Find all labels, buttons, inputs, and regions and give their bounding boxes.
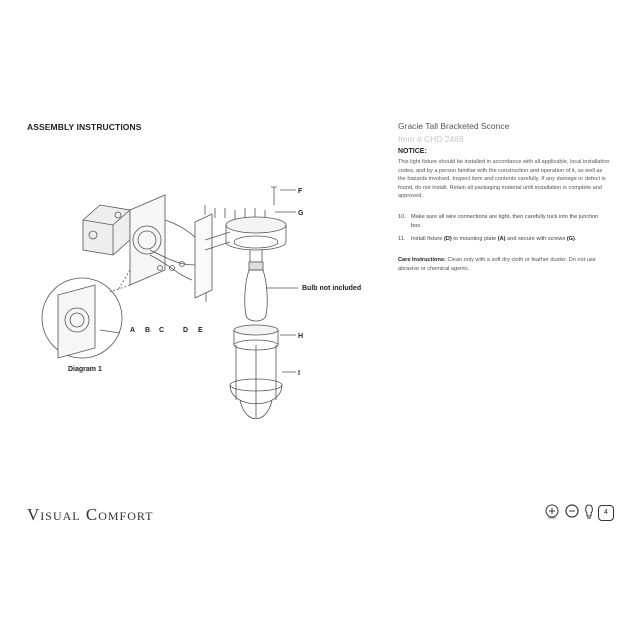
glass-h (233, 324, 279, 351)
step-text: Install fixture (D) to mounting plate (A… (411, 236, 577, 242)
inset-diagram-1 (41, 277, 123, 359)
label-a: A (130, 327, 135, 334)
top-cap (225, 216, 287, 263)
bulb-icon (585, 504, 593, 519)
notice-heading: NOTICE: (398, 148, 427, 155)
wire-nut-c (157, 265, 163, 271)
step-number: 10. (398, 214, 406, 220)
inset-caption: Diagram 1 (68, 366, 102, 373)
label-d: D (183, 327, 188, 334)
label-g: G (298, 210, 304, 217)
bulb-callout: Bulb not included (302, 285, 361, 292)
item-number: Item # CHD 2488 (398, 134, 464, 144)
brand-logo: Visual Comfort (27, 505, 154, 524)
wire-nut-c (179, 261, 185, 267)
care-heading: Care Instructions: (398, 257, 446, 263)
junction-box (82, 204, 131, 256)
label-i: I (298, 370, 300, 377)
label-b: B (145, 327, 150, 334)
label-c: C (159, 327, 164, 334)
damp-rated-icon (565, 504, 579, 518)
page-number: 4 (598, 505, 614, 521)
cage-i (229, 345, 283, 419)
label-h: H (298, 333, 303, 340)
bulb (244, 261, 268, 322)
wire (149, 254, 193, 281)
wire-nut-c (169, 265, 175, 271)
finial-f (271, 186, 277, 205)
mounting-plate-a (129, 194, 166, 286)
etl-listed-icon (545, 504, 559, 519)
notice-body: This light fixture should be installed i… (398, 159, 610, 200)
backplate-d (194, 213, 231, 299)
label-e: E (198, 327, 203, 334)
section-title: ASSEMBLY INSTRUCTIONS (27, 122, 142, 132)
step-10: 10. Make sure all wire connections are t… (398, 213, 610, 231)
wire (164, 219, 199, 241)
label-leaders (275, 189, 296, 373)
product-name: Gracie Tall Bracketed Sconce (398, 121, 510, 131)
care-text: Clean only with a soft dry cloth or feat… (398, 257, 596, 272)
care-instructions: Care Instructions: Clean only with a sof… (398, 256, 610, 274)
wire (149, 249, 196, 266)
label-f: F (298, 188, 303, 195)
screws-g (204, 205, 266, 220)
step-number: 11. (398, 236, 406, 242)
step-text: Make sure all wire connections are tight… (411, 214, 599, 229)
step-11: 11. Install fixture (D) to mounting plat… (398, 235, 610, 244)
